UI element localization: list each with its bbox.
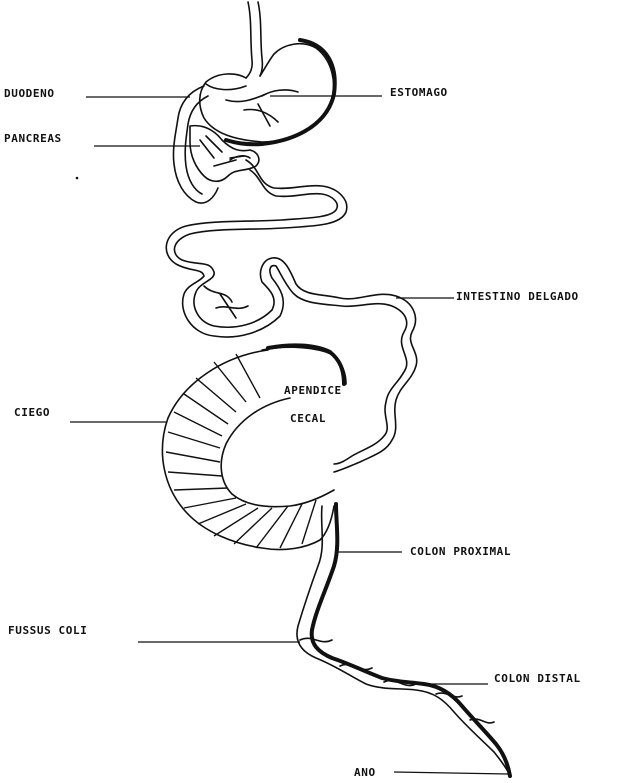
label-duodeno: DUODENO xyxy=(4,87,55,100)
label-ciego: CIEGO xyxy=(14,406,50,419)
cecum xyxy=(162,350,334,550)
labels: DUODENO ESTOMAGO PANCREAS INTESTINO DELG… xyxy=(4,86,581,779)
esophagus xyxy=(246,2,262,78)
label-apendice-line2: CECAL xyxy=(290,412,326,425)
label-ano: ANO xyxy=(354,766,376,779)
duodenum xyxy=(173,86,218,203)
appendix xyxy=(262,345,346,384)
label-colon-distal: COLON DISTAL xyxy=(494,672,581,685)
leader-ano xyxy=(394,772,508,774)
stray-dot xyxy=(76,177,79,180)
stomach xyxy=(200,40,335,144)
leader-lines xyxy=(70,96,508,774)
label-apendice-line1: APENDICE xyxy=(284,384,342,397)
label-estomago: ESTOMAGO xyxy=(390,86,448,99)
label-intestino-delgado: INTESTINO DELGADO xyxy=(456,290,579,303)
label-fussus-coli: FUSSUS COLI xyxy=(8,624,87,637)
label-colon-proximal: COLON PROXIMAL xyxy=(410,545,511,558)
small-intestine xyxy=(166,160,416,472)
label-pancreas: PANCREAS xyxy=(4,132,62,145)
